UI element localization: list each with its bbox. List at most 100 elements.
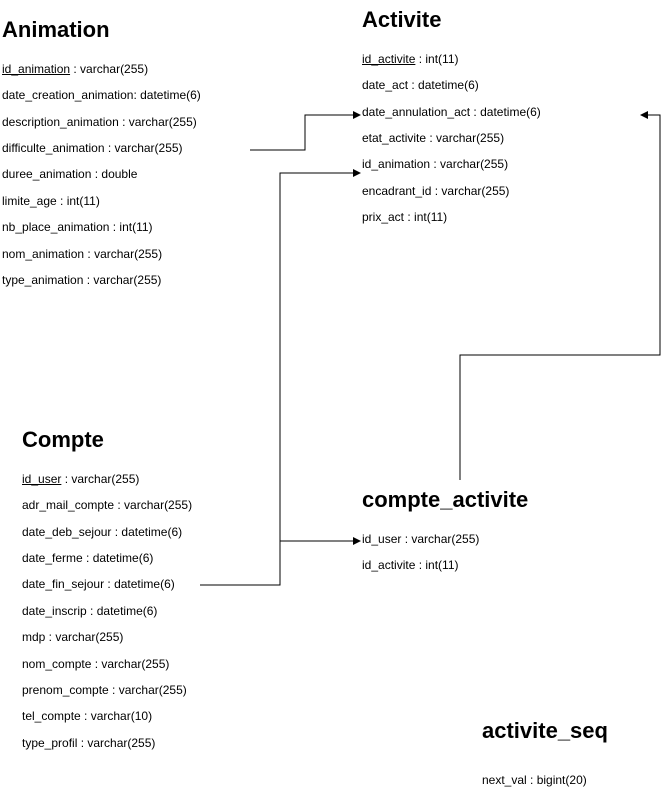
field-type: : int(11) [404,210,448,224]
entity-title: Activite [362,7,442,32]
field-type: : datetime(6) [133,88,201,102]
field-row: id_user : varchar(255) [362,532,479,546]
field-type: : varchar(255) [104,141,183,155]
field-row: date_act : datetime(6) [362,78,479,92]
field-name: id_animation [2,62,71,76]
field-name: mdp [22,630,46,644]
field-name: id_animation [362,157,431,171]
field-type: : bigint(20) [526,773,587,787]
field-row: nom_animation : varchar(255) [2,247,162,261]
field-name: limite_age [2,194,57,208]
field-name: duree_animation [2,167,92,181]
field-type: : int(11) [415,558,459,572]
field-row: date_deb_sejour : datetime(6) [22,525,182,539]
field-row: id_activite : int(11) [362,52,459,66]
field-row: id_animation : varchar(255) [2,62,148,76]
field-type: : varchar(255) [426,131,505,145]
field-type: : varchar(255) [430,157,509,171]
field-row: id_activite : int(11) [362,558,459,572]
field-row: duree_animation : double [2,167,137,181]
field-name: description_animation [2,115,119,129]
field-name: id_activite [362,52,416,66]
field-name: etat_activite [362,131,427,145]
field-type: : int(11) [109,220,153,234]
field-row: prenom_compte : varchar(255) [22,683,187,697]
field-name: date_inscrip [22,604,87,618]
field-row: next_val : bigint(20) [482,773,587,787]
entity-animation: Animation id_animation : varchar(255) da… [2,17,201,287]
entity-activite-seq: activite_seq next_val : bigint(20) [482,718,608,787]
field-name: nom_compte [22,657,92,671]
field-type: : varchar(255) [118,115,197,129]
field-row: etat_activite : varchar(255) [362,131,504,145]
field-row: type_animation : varchar(255) [2,273,161,287]
field-row: id_user : varchar(255) [22,472,139,486]
field-name: id_user [22,472,62,486]
entity-title: compte_activite [362,487,529,512]
field-row: encadrant_id : varchar(255) [362,184,509,198]
field-type: : varchar(255) [83,273,162,287]
field-row: mdp : varchar(255) [22,630,123,644]
entity-activite: Activite id_activite : int(11) date_act … [362,7,541,224]
connector-compte-to-activite [200,169,361,586]
field-type: : varchar(255) [84,247,163,261]
field-type: : int(11) [56,194,100,208]
field-name: next_val [482,773,527,787]
field-type: : varchar(255) [401,532,480,546]
field-type: : varchar(255) [431,184,510,198]
field-type: : varchar(255) [77,736,156,750]
field-row: date_ferme : datetime(6) [22,551,153,565]
field-name: id_user [362,532,402,546]
field-name: nb_place_animation [2,220,110,234]
field-type: : datetime(6) [111,525,183,539]
field-type: : double [91,167,138,181]
field-name: prix_act [362,210,405,224]
field-type: : varchar(255) [108,683,187,697]
entity-title: Animation [2,17,110,42]
field-row: limite_age : int(11) [2,194,100,208]
field-name: id_activite [362,558,416,572]
field-type: : datetime(6) [82,551,154,565]
field-name: date_act [362,78,409,92]
field-row: date_creation_animation: datetime(6) [2,88,201,102]
field-row: nb_place_animation : int(11) [2,220,153,234]
entity-title: activite_seq [482,718,608,743]
field-name: date_ferme [22,551,83,565]
field-name: tel_compte [22,709,81,723]
field-name: encadrant_id [362,184,432,198]
entity-compte-activite: compte_activite id_user : varchar(255) i… [362,487,529,572]
field-name: type_profil [22,736,78,750]
field-row: date_annulation_act : datetime(6) [362,105,541,119]
field-type: : varchar(255) [70,62,149,76]
connector-animation-to-activite [250,111,361,151]
field-type: : datetime(6) [470,105,541,119]
field-type: : varchar(10) [80,709,153,723]
field-type: : datetime(6) [86,604,158,618]
field-type: : varchar(255) [91,657,170,671]
entity-title: Compte [22,427,104,452]
field-row: date_inscrip : datetime(6) [22,604,157,618]
field-row: description_animation : varchar(255) [2,115,197,129]
entity-compte: Compte id_user : varchar(255) adr_mail_c… [22,427,192,750]
field-row: nom_compte : varchar(255) [22,657,169,671]
field-name: type_animation [2,273,84,287]
field-name: date_deb_sejour [22,525,112,539]
field-row: date_fin_sejour : datetime(6) [22,577,175,591]
field-name: prenom_compte [22,683,109,697]
field-name: nom_animation [2,247,85,261]
field-name: date_fin_sejour [22,577,105,591]
field-row: type_profil : varchar(255) [22,736,155,750]
field-row: tel_compte : varchar(10) [22,709,152,723]
field-row: prix_act : int(11) [362,210,447,224]
field-name: date_annulation_act [362,105,471,119]
field-type: : varchar(255) [45,630,124,644]
field-row: adr_mail_compte : varchar(255) [22,498,192,512]
field-name: adr_mail_compte [22,498,115,512]
field-row: difficulte_animation : varchar(255) [2,141,183,155]
field-type: : datetime(6) [408,78,479,92]
field-name: difficulte_animation [2,141,105,155]
field-type: : varchar(255) [61,472,140,486]
field-type: : datetime(6) [104,577,175,591]
field-type: : int(11) [415,52,459,66]
